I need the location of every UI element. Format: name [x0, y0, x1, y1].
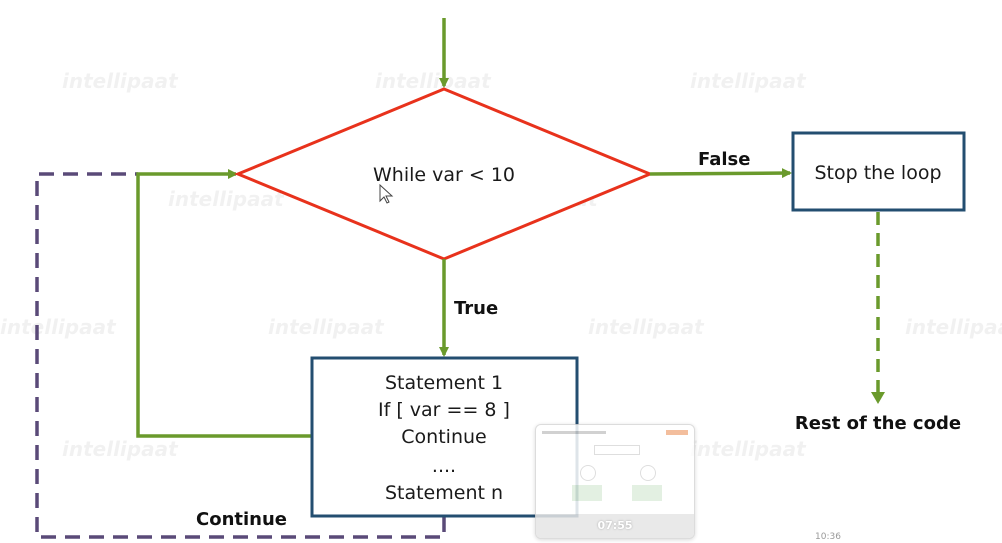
watermark-text: intellipaat [690, 437, 807, 461]
watermark-text: intellipaat [690, 69, 807, 93]
false-label: False [698, 149, 750, 170]
watermark-text: intellipaat [0, 315, 117, 339]
watermark-text: intellipaat [268, 315, 385, 339]
stop-loop-box [791, 131, 966, 212]
watermark-text: intellipaat [62, 69, 179, 93]
statement-line: Statement n [385, 482, 503, 504]
clock-readout: 10:36 [815, 532, 841, 542]
watermark-text: intellipaat [168, 187, 285, 211]
preview-timestamp: 07:55 [536, 514, 694, 538]
watermark-text: intellipaat [905, 315, 1002, 339]
true-label: True [454, 298, 498, 319]
statement-box [310, 356, 579, 518]
preview-slide-circle [640, 465, 656, 481]
preview-slide-block [632, 485, 662, 501]
rest-of-code-label: Rest of the code [795, 413, 961, 434]
preview-slide-block [572, 485, 602, 501]
statement-line: Statement 1 [385, 372, 503, 394]
continue-label: Continue [196, 509, 287, 530]
statement-line: If [ var == 8 ] [378, 399, 510, 421]
mouse-cursor-icon [379, 183, 394, 204]
false-arrow [649, 168, 792, 179]
watermark-text: intellipaat [375, 69, 492, 93]
continue-path [35, 172, 446, 539]
decision-text: While var < 10 [373, 164, 515, 186]
statement-line: Continue [401, 426, 486, 448]
watermark-text: intellipaat [588, 315, 705, 339]
preview-slide-circle [580, 465, 596, 481]
video-preview-thumbnail[interactable]: 07:55 [535, 424, 695, 539]
preview-slide-header-box [594, 445, 640, 455]
preview-slide-title-bar [542, 431, 606, 434]
watermark-text: intellipaat [62, 437, 179, 461]
preview-slide-image [536, 425, 694, 514]
statement-line: .... [432, 455, 456, 477]
rest-of-code-arrowhead [871, 392, 885, 404]
stop-loop-text: Stop the loop [814, 162, 941, 184]
loop-back-arrow [136, 169, 311, 438]
preview-brand-mark [666, 430, 688, 435]
